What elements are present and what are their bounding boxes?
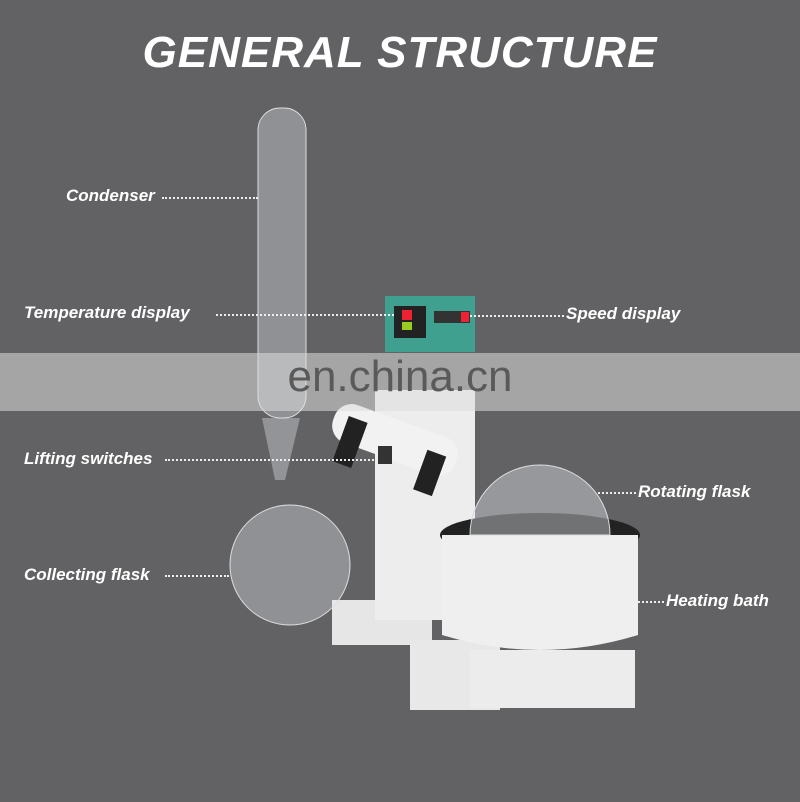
watermark: en.china.cn	[287, 352, 513, 401]
leader-collecting-flask	[165, 575, 229, 577]
label-rotating-flask: Rotating flask	[638, 482, 751, 501]
label-collecting-flask: Collecting flask	[24, 565, 150, 584]
label-speed-display: Speed display	[566, 304, 681, 323]
bath-base	[470, 650, 635, 708]
leader-heating-bath	[638, 601, 664, 603]
label-heating-bath: Heating bath	[666, 591, 769, 610]
label-temperature-display: Temperature display	[24, 303, 190, 322]
leader-speed-display	[470, 315, 564, 317]
label-lifting-switches: Lifting switches	[24, 449, 153, 468]
rotating-flask	[469, 464, 611, 536]
page-title: GENERAL STRUCTURE	[142, 28, 658, 77]
collecting-flask	[229, 504, 351, 626]
leader-condenser	[162, 197, 258, 199]
leader-temperature-display	[216, 314, 394, 316]
watermark-band	[0, 353, 800, 411]
leader-lifting-switches	[165, 459, 378, 461]
label-condenser: Condenser	[66, 186, 155, 205]
leader-rotating-flask	[598, 492, 636, 494]
lifting-switch	[378, 446, 392, 464]
heating-bath	[442, 535, 638, 650]
condenser-tube	[257, 107, 307, 419]
